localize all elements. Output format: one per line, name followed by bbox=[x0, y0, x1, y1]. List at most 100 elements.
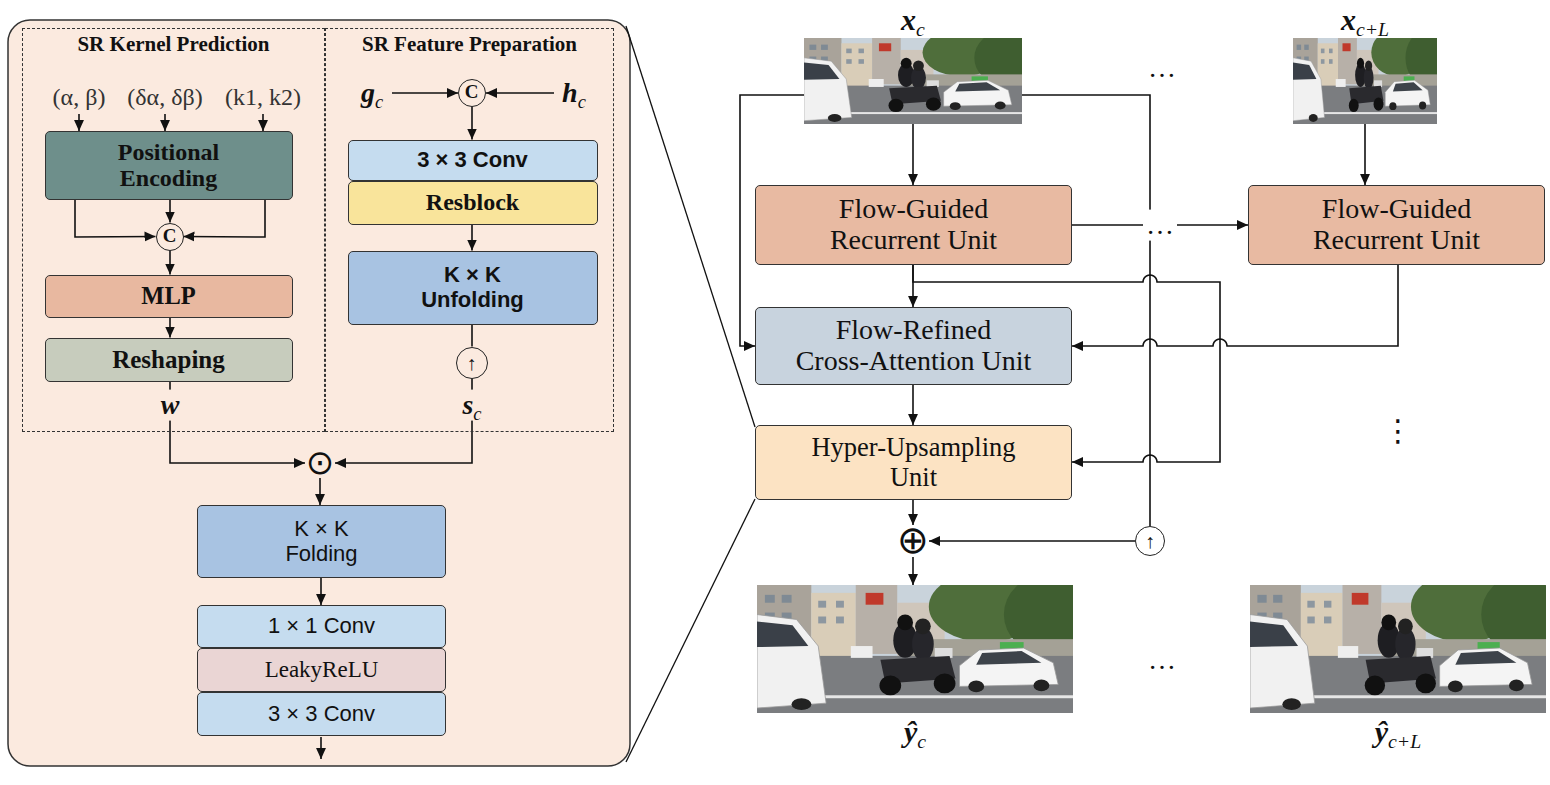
connector bbox=[335, 379, 472, 464]
text-part: Unit bbox=[982, 345, 1032, 376]
text-part: Prediction bbox=[177, 32, 270, 56]
text-part: Hyper-Upsampling bbox=[811, 432, 1015, 462]
node-text: ↑ bbox=[467, 352, 477, 374]
text-part: × bbox=[436, 147, 449, 172]
annotation: … bbox=[1145, 53, 1179, 84]
text-part: Unit bbox=[890, 462, 937, 492]
text-part: ⊙ bbox=[306, 442, 335, 482]
frame-label: xc+L bbox=[1341, 3, 1389, 36]
unit-box: Flow-Guided Recurrent Unit bbox=[755, 185, 1072, 265]
text-part: ↑ bbox=[467, 352, 477, 374]
text-part: 3 bbox=[268, 701, 280, 726]
text-part: (α, bbox=[53, 84, 80, 110]
connector bbox=[471, 325, 473, 347]
process-box: Positional Encoding bbox=[45, 131, 293, 200]
text-part: c bbox=[917, 730, 926, 752]
text-part: ŷ bbox=[904, 715, 917, 748]
activation-box: LeakyReLU bbox=[197, 648, 446, 692]
text-part: K bbox=[294, 516, 309, 541]
conv-box: 1 × 1 Conv bbox=[197, 605, 446, 648]
connector bbox=[471, 225, 473, 251]
node-text: 3 × 3 Conv bbox=[417, 148, 528, 172]
node-text: Reshaping bbox=[112, 346, 225, 374]
text-part: Flow-Guided bbox=[1322, 193, 1471, 224]
text-part: Positional bbox=[118, 139, 219, 165]
label-anchor: (α, β) bbox=[50, 84, 109, 110]
process-box: Resblock bbox=[348, 181, 598, 225]
symbol-label: hc bbox=[559, 78, 589, 109]
text-part: Conv bbox=[324, 701, 375, 726]
node-text: LeakyReLU bbox=[265, 657, 379, 682]
process-box: K × K Folding bbox=[197, 505, 446, 578]
label-anchor: … bbox=[1143, 210, 1177, 241]
annotation: ⋮ bbox=[1380, 414, 1416, 447]
connector bbox=[184, 200, 266, 238]
text-part: ŷ bbox=[1375, 715, 1388, 748]
frame-picture bbox=[757, 571, 1087, 713]
input-arrow bbox=[486, 92, 554, 94]
add-operator: ⊕ bbox=[897, 525, 929, 557]
text-part: (δα, bbox=[127, 84, 165, 110]
text-part: × bbox=[286, 701, 299, 726]
annotation: (k1, k2) bbox=[222, 84, 304, 110]
text-part: × bbox=[315, 516, 328, 541]
label-anchor: hc bbox=[559, 78, 589, 109]
connector bbox=[169, 251, 171, 275]
text-part: x bbox=[1341, 3, 1356, 36]
connector bbox=[169, 318, 171, 338]
text-part: w bbox=[161, 389, 180, 420]
text-part: C bbox=[465, 81, 479, 102]
text-part: K bbox=[444, 262, 460, 287]
text-part: Unit bbox=[1430, 224, 1480, 255]
text-part: K bbox=[334, 516, 349, 541]
node-text: Flow-Guided Recurrent Unit bbox=[801, 194, 1026, 256]
text-part: c+L bbox=[1388, 730, 1421, 752]
multiply-operator: ⊙ bbox=[305, 448, 335, 478]
node-text: Hyper-Upsampling Unit bbox=[801, 433, 1026, 491]
input-arrow bbox=[78, 114, 80, 131]
text-part: × bbox=[466, 262, 479, 287]
label-anchor: ⋮ bbox=[1380, 414, 1416, 447]
label-anchor: (k1, k2) bbox=[222, 84, 304, 110]
text-part: C bbox=[163, 225, 177, 246]
frame-image: ŷc+L bbox=[1250, 585, 1546, 713]
text-part: Feature bbox=[394, 32, 464, 56]
label-anchor: gc bbox=[358, 78, 386, 109]
text-part: h bbox=[562, 77, 578, 108]
label-anchor: … bbox=[1145, 645, 1179, 676]
output-arrow bbox=[320, 737, 322, 759]
annotation: (α, β) bbox=[50, 84, 109, 110]
text-part: c+L bbox=[1356, 18, 1389, 40]
text-part: (k1, bbox=[225, 84, 263, 110]
unit-box: Hyper-Upsampling Unit bbox=[755, 425, 1072, 500]
text-part: Folding bbox=[285, 541, 357, 566]
text-part: Conv bbox=[324, 613, 375, 638]
node-text: Positional Encoding bbox=[94, 139, 244, 192]
concat-circle: C bbox=[458, 79, 486, 107]
text-part: … bbox=[1148, 52, 1176, 83]
concat-circle: C bbox=[156, 223, 184, 251]
text-part: Cross-Attention bbox=[796, 345, 975, 376]
connector bbox=[471, 107, 473, 140]
annotation: … bbox=[1145, 645, 1179, 676]
text-part: 3 bbox=[454, 147, 466, 172]
symbol-label: w bbox=[158, 390, 183, 421]
connector bbox=[912, 124, 914, 185]
text-part: c bbox=[375, 92, 383, 112]
text-part: x bbox=[901, 3, 916, 36]
node-text: C bbox=[163, 226, 177, 247]
frame-label: ŷc bbox=[904, 715, 926, 748]
conv-box: 3 × 3 Conv bbox=[197, 692, 446, 736]
zoom-panel bbox=[8, 20, 630, 766]
process-box: MLP bbox=[45, 275, 293, 318]
connector bbox=[75, 200, 156, 238]
text-part: × bbox=[286, 613, 299, 638]
zoom-line bbox=[626, 26, 755, 427]
edge-label: … bbox=[1143, 210, 1177, 241]
text-part: Conv bbox=[473, 147, 528, 172]
unit-box: Flow-Refined Cross-Attention Unit bbox=[755, 307, 1072, 385]
node-text: K × K Unfolding bbox=[413, 263, 533, 311]
text-part: 1 bbox=[268, 613, 280, 638]
